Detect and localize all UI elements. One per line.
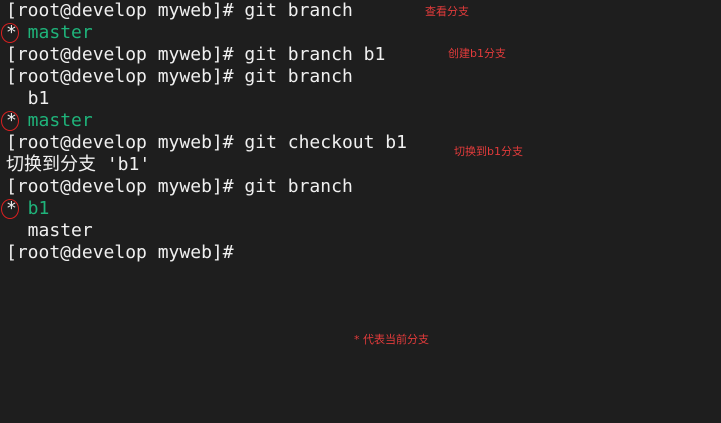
branch-name: master	[16, 220, 93, 241]
terminal-command-line: [root@develop myweb]# git branch	[6, 176, 407, 198]
branch-line: * master	[1, 110, 407, 132]
terminal-command-line: [root@develop myweb]# git branch	[6, 66, 407, 88]
branch-star	[6, 88, 17, 109]
branch-name: master	[16, 110, 93, 131]
branch-star	[6, 220, 17, 241]
shell-prompt: [root@develop myweb]#	[6, 0, 234, 21]
annotation-view-branches: 查看分支	[425, 5, 469, 18]
branch-name: b1	[16, 88, 50, 109]
terminal-command-line: [root@develop myweb]# git checkout b1	[6, 132, 407, 154]
branch-indent	[6, 88, 17, 110]
terminal-command-line: [root@develop myweb]# git branch	[6, 0, 407, 22]
shell-command: git branch	[233, 66, 353, 87]
highlight-circle	[1, 111, 19, 131]
highlight-circle	[1, 23, 19, 43]
shell-prompt: [root@develop myweb]#	[6, 132, 234, 153]
current-branch-marker: *	[1, 110, 19, 132]
shell-command: git branch b1	[233, 44, 386, 65]
shell-prompt: [root@develop myweb]#	[6, 176, 234, 197]
shell-prompt: [root@develop myweb]#	[6, 66, 234, 87]
current-branch-marker: *	[1, 22, 19, 44]
branch-line: master	[6, 220, 407, 242]
annotation-switch-b1: 切换到b1分支	[454, 145, 523, 158]
terminal-command-line: [root@develop myweb]# git branch b1	[6, 44, 407, 66]
current-branch-marker: *	[1, 198, 19, 220]
branch-line: * master	[1, 22, 407, 44]
annotation-create-b1: 创建b1分支	[448, 47, 506, 60]
branch-name: master	[16, 22, 93, 43]
branch-line: * b1	[1, 198, 407, 220]
annotation-star-meaning: * 代表当前分支	[354, 333, 429, 346]
terminal-command-line: [root@develop myweb]#	[6, 242, 407, 264]
branch-line: b1	[6, 88, 407, 110]
shell-command: git branch	[233, 176, 353, 197]
shell-prompt: [root@develop myweb]#	[6, 44, 234, 65]
branch-indent	[6, 220, 17, 242]
terminal-output: [root@develop myweb]# git branch* master…	[1, 0, 407, 264]
output-line: 切换到分支 'b1'	[6, 154, 151, 175]
shell-command: git branch	[233, 0, 353, 21]
branch-name: b1	[16, 198, 50, 219]
shell-command: git checkout b1	[233, 132, 407, 153]
highlight-circle	[1, 199, 19, 219]
shell-prompt: [root@develop myweb]#	[6, 242, 234, 263]
